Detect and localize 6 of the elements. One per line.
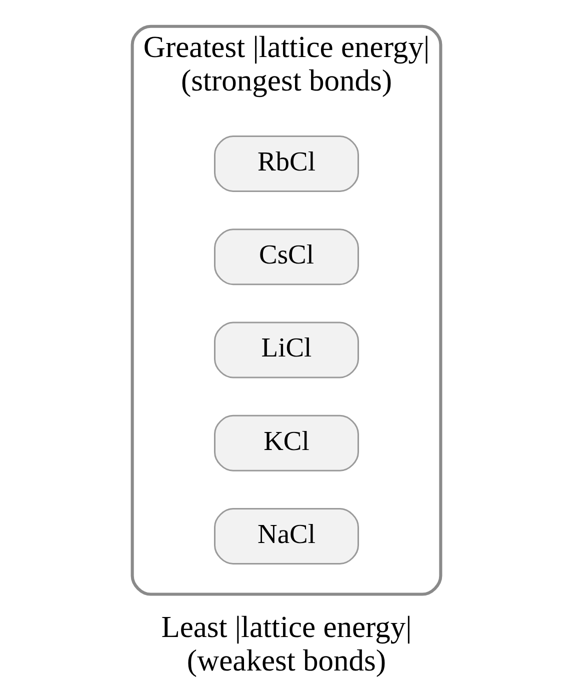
node-box: NaCl: [214, 508, 360, 564]
node-box: CsCl: [214, 228, 360, 286]
node-box: RbCl: [214, 136, 360, 192]
node-box: LiCl: [214, 322, 360, 378]
node-box: KCl: [214, 414, 360, 472]
label: Least |lattice energy| (weakest bonds): [161, 610, 412, 678]
